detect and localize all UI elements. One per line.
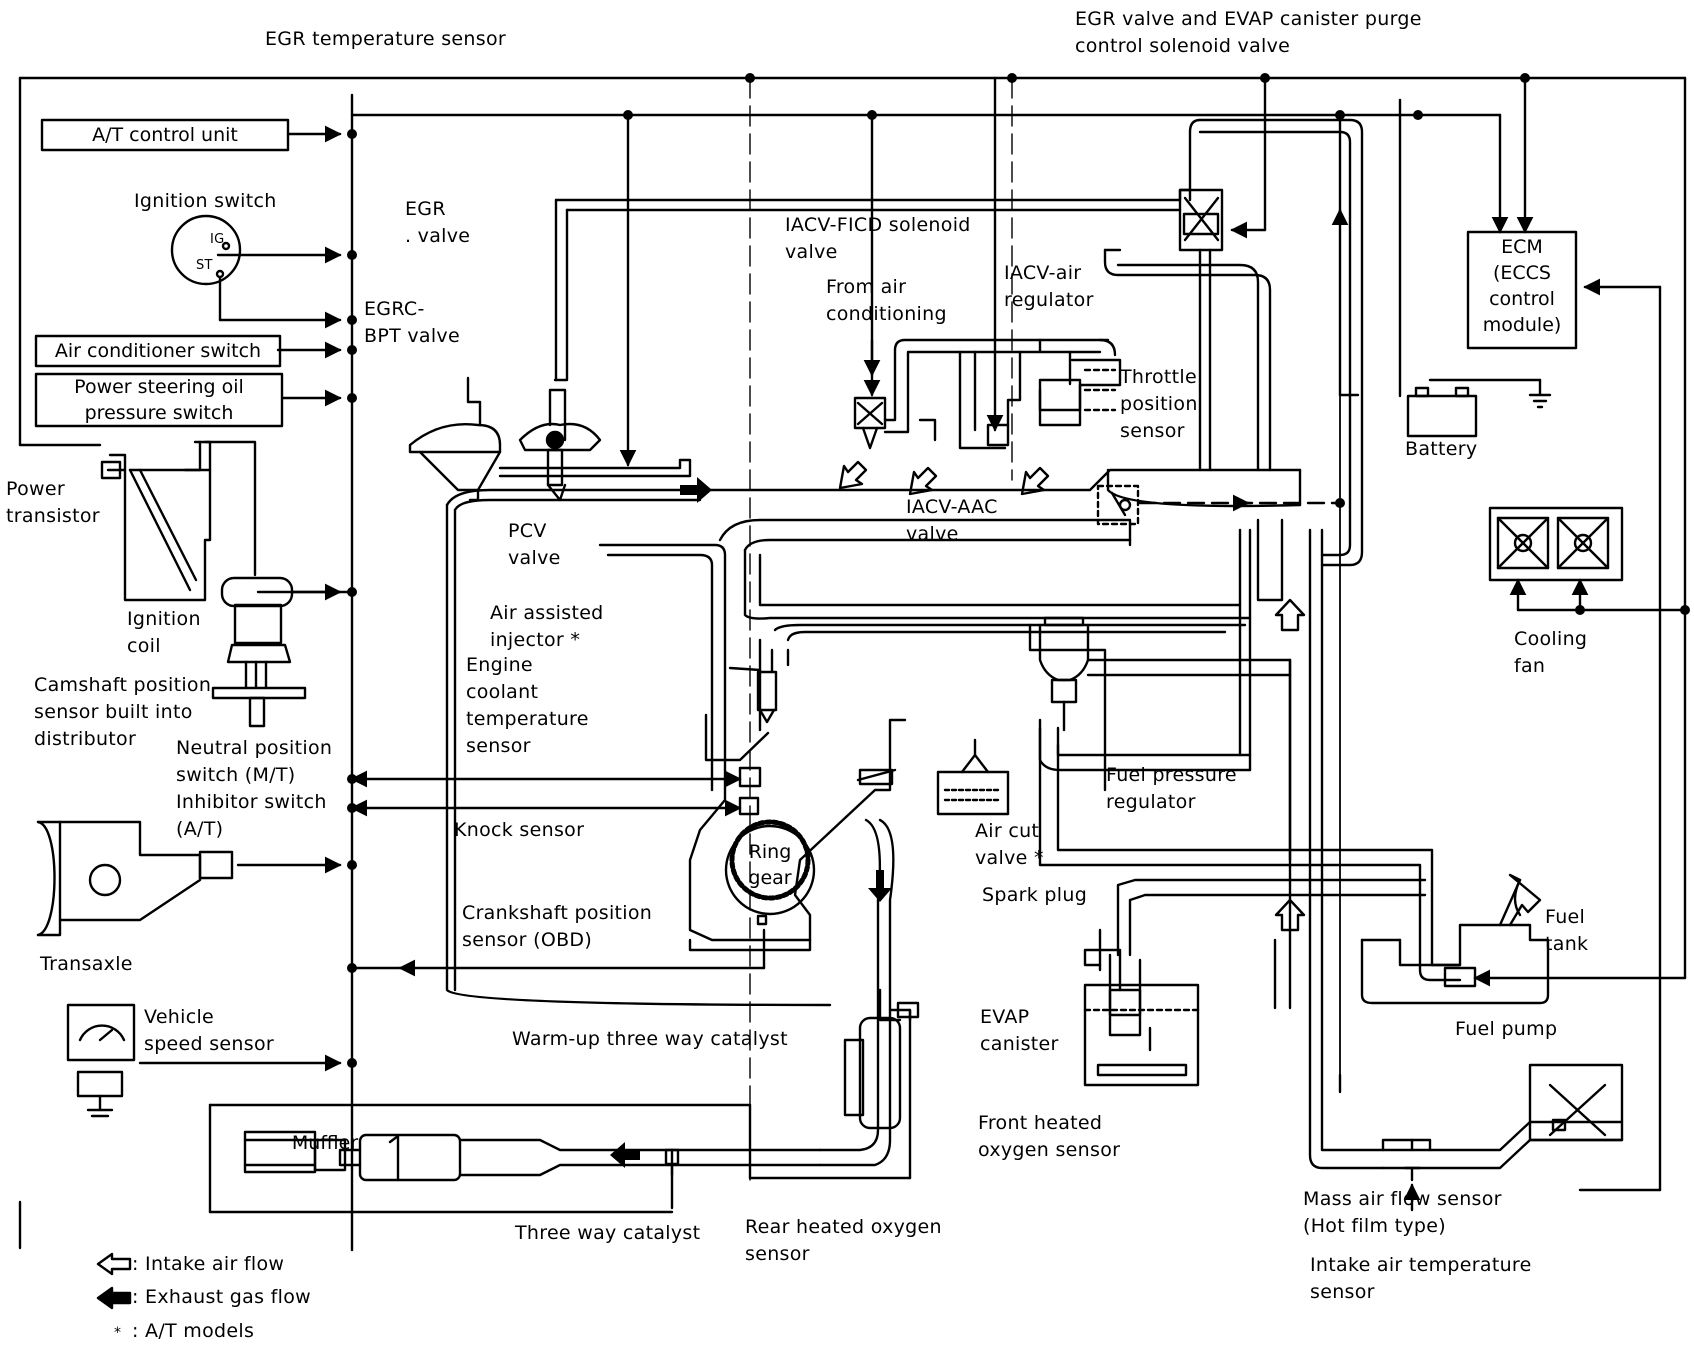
coolant-sensor [738, 766, 762, 816]
flow-arrows-intake [838, 460, 1306, 932]
camshaft-position-sensor-label: Camshaft position sensor built into dist… [34, 674, 212, 750]
throttle-position-sensor-label: Throttle position sensor [1120, 366, 1198, 442]
evap-canister-label: EVAP canister [980, 1006, 1059, 1055]
power-transistor-ignition-coil [100, 440, 257, 602]
air-duct-loop-top [1103, 118, 1364, 602]
battery-symbol [1406, 386, 1478, 438]
engine-coolant-temperature-sensor-label: Engine coolant temperature sensor [466, 654, 589, 757]
wiring-harness [18, 73, 1690, 1252]
vehicle-speed-sensor-symbol [66, 1003, 136, 1118]
pcv-valve-label: PCV valve [508, 520, 561, 569]
vehicle-speed-sensor-label: Vehicle speed sensor [144, 1006, 275, 1055]
ac-switch-box [34, 334, 282, 368]
ring-gear-symbol [729, 819, 811, 901]
fuel-pressure-regulator-label: Fuel pressure regulator [1106, 764, 1237, 813]
legend-symbols [96, 1252, 132, 1310]
front-heated-oxygen-sensor-label: Front heated oxygen sensor [978, 1112, 1121, 1161]
fuel-tank-label: Fuel tank [1545, 906, 1589, 955]
iacv-air-regulator-label: IACV-air regulator [1004, 262, 1094, 311]
intake-duct-to-maf [1298, 468, 1624, 1182]
iacv-aac-valve-label: IACV-AAC valve [906, 496, 998, 545]
ignition-switch-symbol [170, 214, 242, 322]
air-cut-valve-label: Air cut valve * [975, 820, 1044, 869]
spark-plug-part [856, 768, 897, 786]
fuel-lines [1028, 528, 1462, 1010]
ignition-switch-ig-label: IG [210, 232, 225, 247]
flow-arrows-exhaust [610, 477, 892, 1168]
air-cut-valve-part [936, 738, 1010, 816]
from-air-conditioning-label: From air conditioning [826, 276, 947, 325]
legend-intake-air-flow: : Intake air flow [132, 1253, 285, 1275]
intake-manifold [445, 188, 1302, 1007]
crankshaft-position-sensor-label: Crankshaft position sensor (OBD) [462, 902, 653, 951]
egr-valve-label: EGR . valve [405, 198, 471, 247]
ignition-switch-label: Ignition switch [134, 190, 277, 212]
egrc-bpt-valve [408, 376, 502, 502]
warmup-three-way-catalyst-label: Warm-up three way catalyst [512, 1028, 788, 1050]
neutral-inhibitor-switch-label: Neutral position switch (M/T) Inhibitor … [176, 737, 333, 840]
egrc-bpt-valve-label: EGRC- BPT valve [364, 298, 460, 347]
three-way-catalyst-label: Three way catalyst [515, 1222, 701, 1244]
legend-exhaust-gas-flow: : Exhaust gas flow [132, 1286, 311, 1308]
air-regulator-tps [958, 338, 1122, 450]
ecm-label: ECM (ECCS control module) [1482, 236, 1562, 336]
cooling-fans [1488, 506, 1624, 582]
egr-solenoid-valve [1178, 188, 1224, 472]
ecm-box [1466, 230, 1578, 350]
distributor [211, 576, 352, 728]
fuel-pump-label: Fuel pump [1455, 1018, 1558, 1040]
fuel-tank-part [1360, 873, 1550, 1005]
battery-label: Battery [1405, 438, 1478, 460]
transaxle-symbol [36, 820, 234, 937]
tps-sensor-part [1096, 484, 1140, 526]
ac-switch-label: Air conditioner switch [54, 340, 262, 362]
air-assisted-injector-label: Air assisted injector * [490, 602, 604, 651]
crankshaft-sensor-part [688, 914, 812, 952]
ignition-coil-label: Ignition coil [127, 608, 201, 657]
power-transistor-label: Power transistor [6, 478, 100, 527]
ficd-solenoid [853, 338, 1110, 450]
evap-canister-part [1083, 878, 1427, 1087]
egr-valve-part [518, 388, 602, 502]
intake-air-temperature-sensor-label: Intake air temperature sensor [1310, 1254, 1532, 1303]
fuel-pressure-regulator-part [1038, 616, 1090, 732]
transaxle-label: Transaxle [40, 953, 133, 975]
ps-switch-box [34, 372, 284, 428]
spark-plug-label: Spark plug [982, 884, 1088, 906]
iacv-ficd-label: IACV-FICD solenoid valve [785, 214, 971, 263]
mass-air-flow-sensor-label: Mass air flow sensor (Hot film type) [1303, 1188, 1502, 1237]
exhaust-pipes [208, 818, 920, 1214]
egr-evap-solenoid-label: EGR valve and EVAP canister purge contro… [1075, 8, 1422, 57]
ring-gear-label: Ring gear [748, 841, 792, 889]
injector [756, 638, 778, 724]
knock-sensor-label: Knock sensor [454, 819, 585, 841]
legend-at-symbol: * [114, 1325, 122, 1341]
engine-block [598, 518, 1252, 942]
cooling-fan-label: Cooling fan [1514, 628, 1588, 677]
muffler-label: Muffler [291, 1132, 359, 1154]
at-control-unit-box [40, 118, 290, 152]
at-control-unit-label: A/T control unit [92, 124, 238, 146]
ignition-switch-st-label: ST [196, 258, 213, 273]
ps-switch-label: Power steering oil pressure switch [74, 376, 244, 424]
rear-heated-oxygen-sensor-label: Rear heated oxygen sensor [745, 1216, 942, 1265]
egr-temperature-sensor-label: EGR temperature sensor [265, 28, 507, 50]
legend-at-models: : A/T models [132, 1320, 255, 1342]
